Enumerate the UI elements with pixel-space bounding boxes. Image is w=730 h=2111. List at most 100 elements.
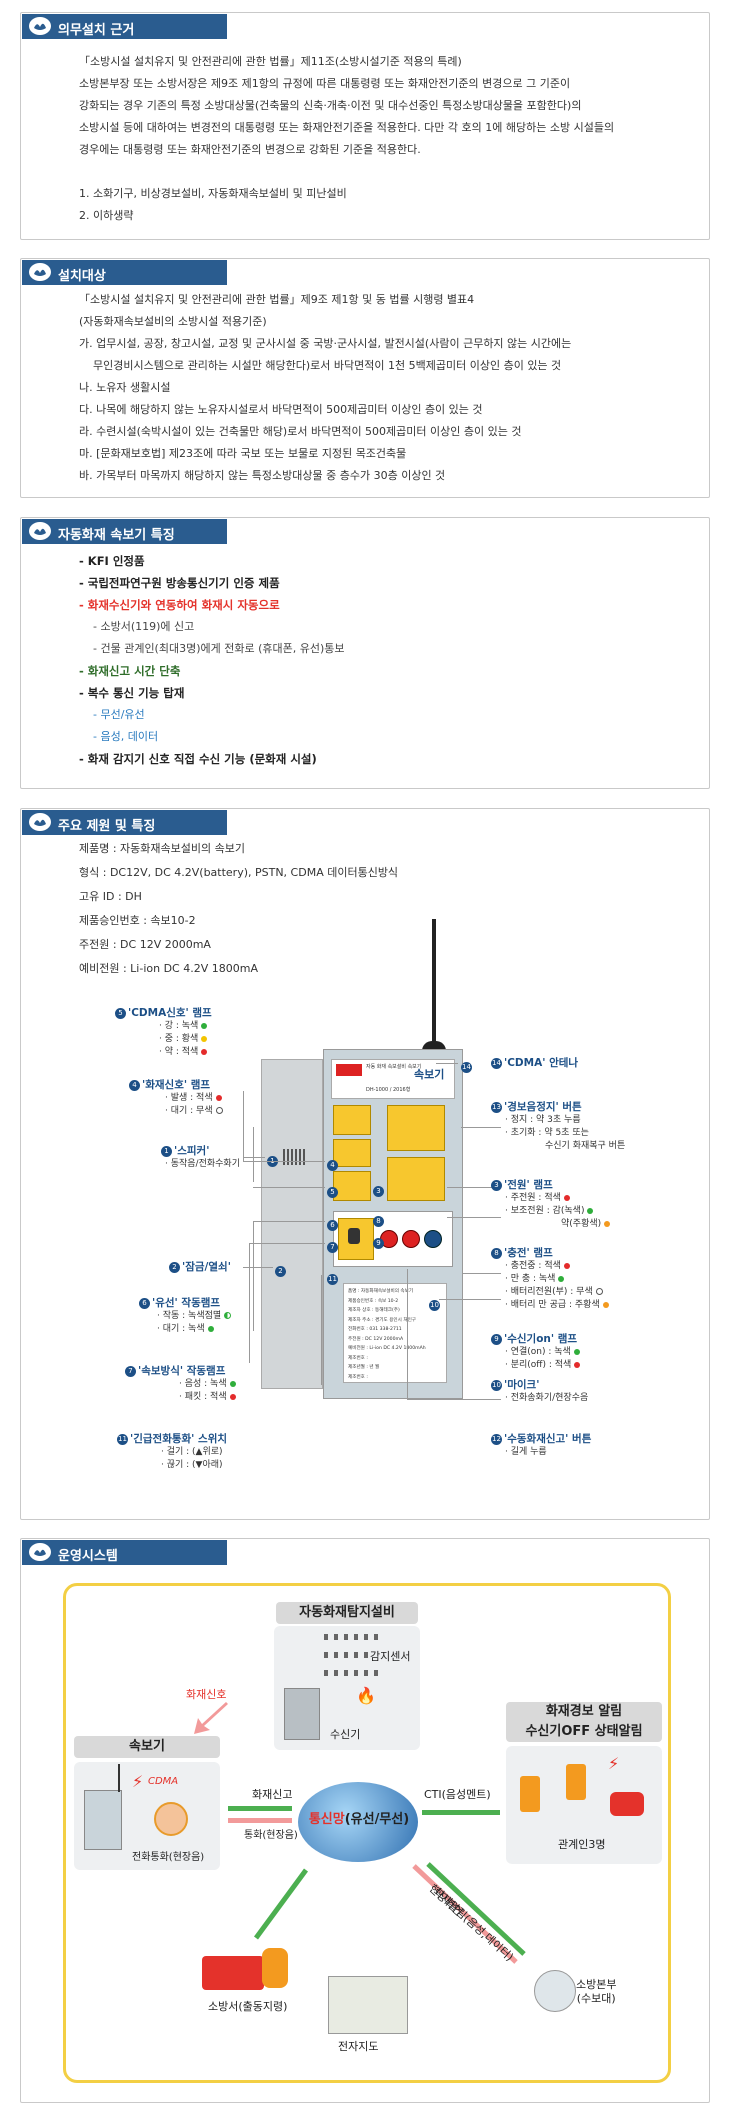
legal-basis-panel: 의무설치 근거 「소방시설 설치유지 및 안전관리에 관한 법률」제11조(소방…	[20, 12, 710, 240]
sensor-1	[324, 1634, 384, 1640]
marker-11-label: 11	[117, 1433, 128, 1445]
operator-avatar-icon	[154, 1802, 188, 1836]
alarm-stop-button[interactable]	[402, 1230, 420, 1248]
label-report-method-lamp: 7'속보방식' 작동램프 · 음성 : 녹색 · 패킷 : 적색	[125, 1365, 236, 1404]
section-title: 주요 제원 및 특징	[58, 819, 156, 834]
phone-call-label: 전화통화(현장음)	[132, 1852, 205, 1863]
text-line: 무인경비시스템으로 관리하는 시설만 해당한다)로서 바닥면적이 1천 5백제곱…	[93, 359, 562, 372]
feature-item: - 화재수신기와 연동하여 화재시 자동으로	[79, 598, 280, 612]
section-header: 자동화재 속보기 특징	[22, 519, 227, 544]
antenna	[432, 919, 436, 1049]
reporter-area: ⚡ CDMA 전화통화(현장음)	[74, 1762, 220, 1870]
marker-8-label: 8	[491, 1247, 502, 1259]
marker-2: 2	[275, 1266, 286, 1277]
list-item: 2. 이하생략	[79, 209, 134, 222]
feature-item: - KFI 인정품	[79, 554, 145, 568]
device-title: 속보기	[414, 1068, 445, 1081]
label-manual-report-button: 12'수동화재신고' 버튼 · 길게 누름	[491, 1433, 592, 1457]
label-wired-lamp: 6'유선' 작동램프 · 작동 : 녹색점멸 · 대기 : 녹색	[139, 1297, 232, 1336]
emergency-switch[interactable]	[348, 1228, 360, 1244]
sensor-2	[324, 1652, 370, 1658]
marker-6-label: 6	[139, 1297, 150, 1309]
label-lock-key: 2'잠금/열쇠'	[169, 1261, 231, 1274]
detector-title: 자동화재탐지설비	[276, 1602, 418, 1624]
fire-signal-arrow-icon	[194, 1702, 228, 1734]
spec-line: 제품명 : 자동화재속보설비의 속보기	[79, 842, 245, 855]
lamp-panel-left-3	[333, 1171, 371, 1201]
marker-2-label: 2	[169, 1261, 180, 1273]
device-subtitle: 자동 화재 속보설비 속보기	[366, 1064, 422, 1070]
fire-emblem-icon	[29, 17, 51, 35]
alarm-title-1: 화재경보 알림	[545, 1704, 623, 1719]
marker-3-label: 3	[491, 1179, 502, 1191]
hq-name: 소방본부	[576, 1978, 617, 1991]
marker-9-label: 9	[491, 1333, 502, 1345]
text-line: 마. [문화재보호법] 제23조에 따라 국보 또는 보물로 지정된 목조건축물	[79, 447, 407, 460]
features-list: - KFI 인정품 - 국립전파연구원 방송통신기기 인증 제품 - 화재수신기…	[79, 550, 689, 770]
fire-emblem-icon	[29, 813, 51, 831]
section-title: 설치대상	[58, 269, 106, 284]
speaker-grille	[283, 1149, 305, 1165]
marker-9: 9	[373, 1238, 384, 1249]
firefighter-icon	[262, 1948, 288, 1988]
text-line: 「소방시설 설치유지 및 안전관리에 관한 법률」제9조 제1항 및 동 법률 …	[79, 293, 475, 306]
spec-list: 제품명 : 자동화재속보설비의 속보기 형식 : DC12V, DC 4.2V(…	[79, 837, 689, 981]
label-speaker: 1'스피커' · 동작음/전화수화기	[161, 1145, 240, 1171]
plate-line: 제조번호 :	[348, 1355, 368, 1361]
marker-6: 6	[327, 1220, 338, 1231]
lamp-panel-right-2	[387, 1157, 445, 1201]
text-line: 라. 수련시설(숙박시설이 있는 건축물만 해당)로서 바닥면적이 500제곱미…	[79, 425, 522, 438]
fire-emblem-icon	[29, 1543, 51, 1561]
network-sub: (유선/무선)	[344, 1812, 410, 1827]
fire-report-label: 화재신고	[252, 1788, 293, 1801]
text-line: 경우에는 대통령령 또는 화재안전기준의 변경으로 강화된 기준을 적용한다.	[79, 143, 421, 156]
feature-item: - 국립전파연구원 방송통신기기 인증 제품	[79, 576, 280, 590]
plate-line: 전화번호 : 031 338-2711	[348, 1327, 402, 1332]
section-header: 운영시스템	[22, 1540, 227, 1565]
device-model: DH-1000 / 2016형	[366, 1087, 411, 1093]
label-receiver-on-lamp: 9'수신기on' 램프 · 연결(on) : 녹색 · 분리(off) : 적색	[491, 1333, 581, 1372]
landline-phone-icon	[610, 1792, 644, 1816]
spec-line: 형식 : DC12V, DC 4.2V(battery), PSTN, CDMA…	[79, 866, 399, 879]
label-microphone: 10'마이크' · 전화송화기/현장수음	[491, 1379, 589, 1403]
plate-line: 제조자 주소 : 경기도 용인시 처인구	[348, 1317, 417, 1323]
marker-12-label: 12	[491, 1433, 502, 1445]
marker-14: 14	[461, 1062, 472, 1073]
text-line: 「소방시설 설치유지 및 안전관리에 관한 법률」제11조(소방시설기준 적용의…	[79, 55, 462, 68]
text-line: 바. 가목부터 마목까지 해당하지 않는 특정소방대상물 중 층수가 30층 이…	[79, 469, 446, 482]
marker-11: 11	[327, 1274, 338, 1285]
label-alarm-stop-button: 13'경보음정지' 버튼 · 정지 : 약 3초 누름 · 초기화 : 약 5초…	[491, 1101, 626, 1151]
spec-line: 제품승인번호 : 속보10-2	[79, 914, 196, 927]
arrow-cti	[422, 1810, 500, 1815]
marker-10: 10	[429, 1300, 440, 1311]
feature-subitem: - 소방서(119)에 신고	[93, 620, 195, 633]
section-title: 자동화재 속보기 특징	[58, 528, 175, 543]
cti-label: CTI(음성멘트)	[424, 1788, 491, 1801]
device-diagram: 자동 화재 속보설비 속보기 속보기 DH-1000 / 2016형 품명 : …	[21, 809, 711, 1521]
marker-10-label: 10	[491, 1379, 502, 1391]
label-emergency-call-switch: 11'긴급전화통화' 스위치 · 걸기 : (▲위로) · 끊기 : (▼아래)	[117, 1433, 228, 1470]
marker-13-label: 13	[491, 1101, 502, 1113]
operation-system-panel: 운영시스템 자동화재탐지설비 감지센서 🔥 수신기 화재신호 속보기 ⚡ CDM…	[20, 1538, 710, 2103]
spec-line: 주전원 : DC 12V 2000mA	[79, 938, 211, 951]
reset-button[interactable]	[424, 1230, 442, 1248]
feature-item: - 화재 감지기 신호 직접 수신 기능 (문화재 시설)	[79, 752, 317, 766]
reporter-device	[84, 1790, 122, 1850]
lamp-panel-left-2	[333, 1139, 371, 1167]
list-item: 1. 소화기구, 비상경보설비, 자동화재속보설비 및 피난설비	[79, 187, 347, 200]
label-charge-lamp: 8'충전' 램프 · 충전중 : 적색 · 만 충 : 녹색 · 배터리전원(부…	[491, 1247, 609, 1312]
plate-line: 주전원 : DC 12V 2000mA	[348, 1336, 404, 1342]
spec-line: 고유 ID : DH	[79, 890, 142, 903]
network-name: 통신망	[308, 1812, 345, 1827]
fire-signal-label: 화재신호	[186, 1688, 227, 1701]
arrow-call	[228, 1818, 292, 1823]
detector-area: 감지센서 🔥 수신기	[274, 1626, 420, 1750]
plate-line: 품명 : 자동화재속보설비의 속보기	[348, 1289, 414, 1294]
section-header: 설치대상	[22, 260, 227, 285]
text-line: (자동화재속보설비의 소방시설 적용기준)	[79, 315, 267, 328]
text-line: 나. 노유자 생활시설	[79, 381, 171, 394]
hq-sub: (수보대)	[576, 1992, 616, 2005]
system-diagram: 자동화재탐지설비 감지센서 🔥 수신기 화재신호 속보기 ⚡ CDMA 전화통화…	[63, 1583, 671, 2083]
marker-14-label: 14	[491, 1057, 502, 1069]
feature-item: - 복수 통신 기능 탑재	[79, 686, 185, 700]
